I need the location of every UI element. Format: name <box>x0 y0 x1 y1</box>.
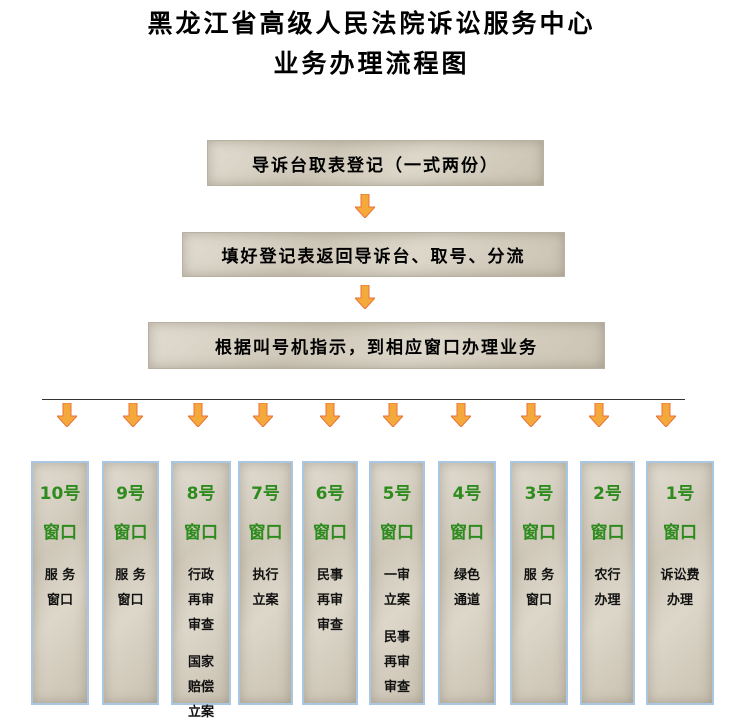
down-arrow-icon <box>123 403 143 427</box>
window-label: 窗口 <box>313 523 347 543</box>
window-number: 7号 <box>251 484 280 504</box>
description-line: 办理 <box>666 593 693 608</box>
description-line: 立案 <box>252 593 279 608</box>
window-card: 2号窗口农行办理 <box>580 461 635 705</box>
description-line: 农行 <box>594 568 621 583</box>
description-line: 赔偿 <box>187 680 214 695</box>
down-arrow-icon <box>451 403 471 427</box>
description-line: 服 务 <box>523 568 555 583</box>
description-gap <box>384 613 410 625</box>
description-line: 民事 <box>383 630 410 645</box>
window-number: 1号 <box>665 484 695 504</box>
description-line: 办理 <box>594 593 621 608</box>
window-description: 绿色通道 <box>454 563 480 613</box>
window-label: 窗口 <box>380 523 414 543</box>
branch-line <box>42 399 685 400</box>
window-label: 窗口 <box>590 523 625 543</box>
description-gap <box>188 638 214 650</box>
window-label: 窗口 <box>522 523 556 543</box>
description-line: 立案 <box>383 593 410 608</box>
description-line: 民事 <box>316 568 343 583</box>
window-label: 窗口 <box>113 523 148 543</box>
window-label: 窗口 <box>663 523 697 543</box>
chart-title-line1: 黑龙江省高级人民法院诉讼服务中心 <box>147 9 596 38</box>
window-description: 执行立案 <box>252 563 278 613</box>
description-line: 通道 <box>453 593 480 608</box>
window-card: 1号窗口诉讼费办理 <box>646 461 714 705</box>
description-line: 诉讼费 <box>660 568 700 583</box>
window-number: 4号 <box>452 484 482 504</box>
description-line: 行政 <box>187 568 214 583</box>
down-arrow-icon <box>383 403 403 427</box>
down-arrow-icon <box>253 403 273 427</box>
window-label: 窗口 <box>184 523 218 543</box>
description-line: 立案 <box>187 705 214 720</box>
description-line: 再审 <box>187 593 214 608</box>
chart-title-line2: 业务办理流程图 <box>273 49 470 78</box>
window-card: 8号窗口行政再审审查国家赔偿立案 <box>171 461 231 720</box>
window-description: 农行办理 <box>594 563 620 613</box>
window-description: 一审立案民事再审审查 <box>384 563 410 700</box>
description-line: 审查 <box>187 618 214 633</box>
down-arrow-icon <box>589 403 609 427</box>
description-line: 审查 <box>383 680 410 695</box>
window-card: 5号窗口一审立案民事再审审查 <box>369 461 425 705</box>
description-line: 再审 <box>316 593 343 608</box>
down-arrow-icon <box>320 403 340 427</box>
description-line: 窗口 <box>46 593 73 608</box>
description-line: 执行 <box>252 568 279 583</box>
window-card: 7号窗口执行立案 <box>238 461 293 705</box>
down-arrow-icon <box>57 403 77 427</box>
step-3-box: 根据叫号机指示，到相应窗口办理业务 <box>148 322 605 369</box>
down-arrow-icon <box>521 403 541 427</box>
window-card: 6号窗口民事再审审查 <box>302 461 358 705</box>
step-1-box: 导诉台取表登记（一式两份） <box>207 140 544 186</box>
window-number: 3号 <box>524 484 554 504</box>
window-card: 9号窗口服 务窗口 <box>102 461 159 705</box>
window-number: 5号 <box>382 484 412 504</box>
down-arrow-icon <box>355 285 375 309</box>
window-card: 3号窗口服 务窗口 <box>510 461 568 705</box>
down-arrow-icon <box>355 194 375 218</box>
window-card: 10号窗口服 务窗口 <box>31 461 89 705</box>
window-description: 诉讼费办理 <box>660 563 699 613</box>
window-description: 服 务窗口 <box>45 563 76 613</box>
description-line: 绿色 <box>453 568 480 583</box>
down-arrow-icon <box>188 403 208 427</box>
window-number: 2号 <box>593 484 622 504</box>
window-label: 窗口 <box>248 523 283 543</box>
window-description: 民事再审审查 <box>317 563 343 638</box>
down-arrow-icon <box>656 403 676 427</box>
window-description: 行政再审审查国家赔偿立案 <box>188 563 214 725</box>
window-card: 4号窗口绿色通道 <box>438 461 496 705</box>
description-line: 服 务 <box>115 568 146 583</box>
window-description: 服 务窗口 <box>115 563 146 613</box>
description-line: 窗口 <box>525 593 552 608</box>
description-line: 审查 <box>316 618 343 633</box>
description-line: 服 务 <box>44 568 76 583</box>
description-line: 窗口 <box>117 593 144 608</box>
step-2-box: 填好登记表返回导诉台、取号、分流 <box>182 232 565 277</box>
description-line: 再审 <box>383 655 410 670</box>
window-label: 窗口 <box>43 523 77 543</box>
window-number: 10号 <box>39 484 81 504</box>
window-description: 服 务窗口 <box>524 563 555 613</box>
window-number: 8号 <box>186 484 216 504</box>
description-line: 一审 <box>383 568 410 583</box>
window-number: 9号 <box>116 484 145 504</box>
description-line: 国家 <box>187 655 214 670</box>
window-number: 6号 <box>315 484 345 504</box>
window-label: 窗口 <box>450 523 484 543</box>
